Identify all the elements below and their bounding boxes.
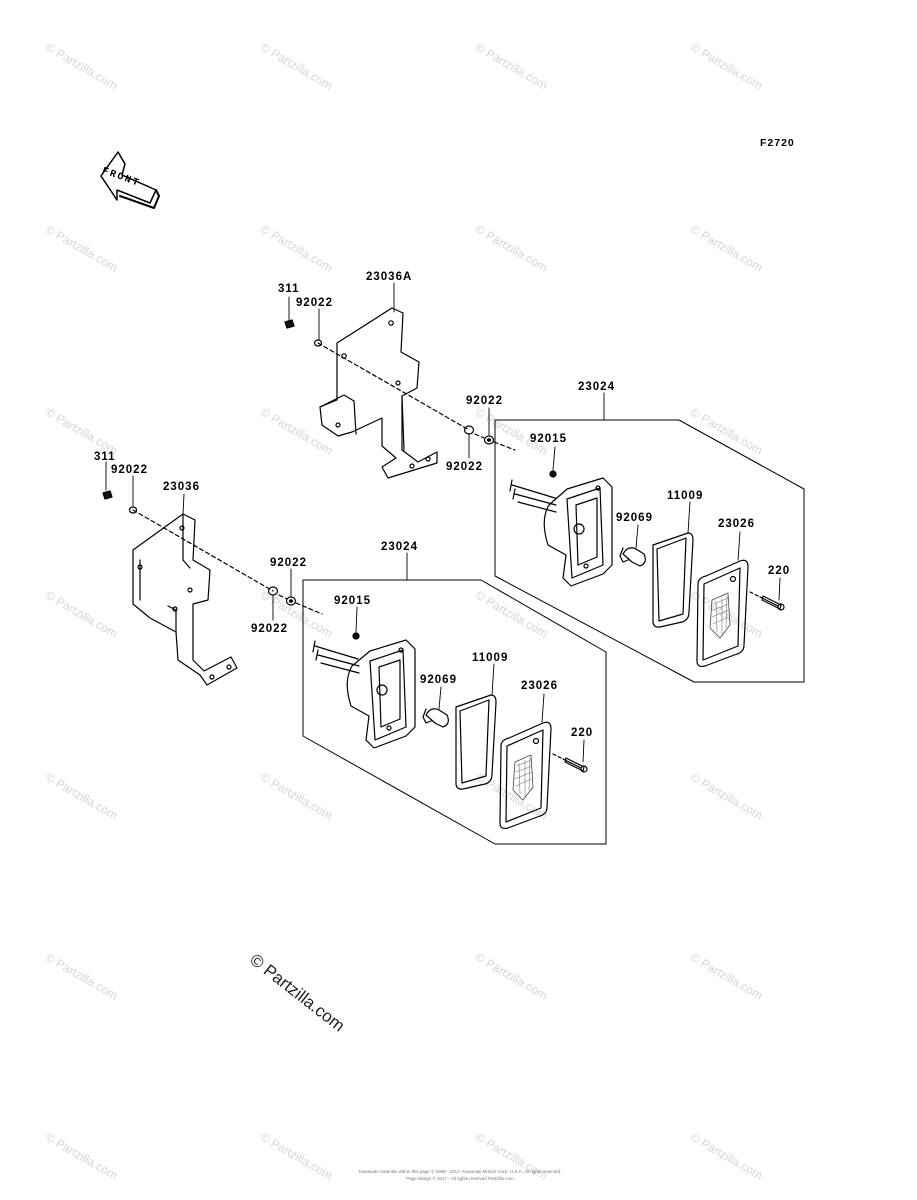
footer-line-1: Kawasaki materials within this page © 19… [358,1169,562,1174]
part-label[interactable]: 23024 [578,381,615,393]
lamp-assembly-top-box [494,419,805,683]
leader-lines [105,282,781,763]
part-label[interactable]: 220 [768,565,791,577]
part-label[interactable]: 11009 [667,490,704,502]
part-label[interactable]: 92022 [251,623,288,635]
part-label[interactable]: 92022 [446,461,483,473]
part-label[interactable]: 23036 [163,481,200,493]
part-label[interactable]: 92069 [616,512,653,524]
part-label[interactable]: 92022 [111,464,148,476]
part-label[interactable]: 92022 [466,395,503,407]
hardware-top-drawing [284,319,557,478]
part-label[interactable]: 311 [278,283,300,295]
part-label[interactable]: 220 [571,727,594,739]
bracket-23036a-drawing [319,307,438,479]
part-label[interactable]: 23036A [366,271,413,283]
part-label[interactable]: 92022 [270,557,307,569]
part-label[interactable]: 23024 [381,541,418,553]
footer-line-2: Page design © 2017 - All rights reserved… [406,1176,514,1181]
part-label[interactable]: 23026 [521,680,558,692]
lamp-assembly-bottom-parts [312,639,588,830]
lamp-assembly-bottom-box [302,579,607,845]
part-label[interactable]: 311 [94,451,116,463]
part-label[interactable]: 11009 [472,652,509,664]
part-label[interactable]: 92015 [334,595,371,607]
part-label[interactable]: 92015 [530,433,567,445]
bracket-23036-drawing [132,513,238,686]
part-label[interactable]: 92069 [420,674,457,686]
front-arrow-icon [100,151,160,209]
part-label[interactable]: 92022 [296,297,333,309]
part-label[interactable]: 23026 [718,518,755,530]
diagram-code: F2720 [760,137,795,149]
lamp-assembly-top-parts [509,477,785,668]
